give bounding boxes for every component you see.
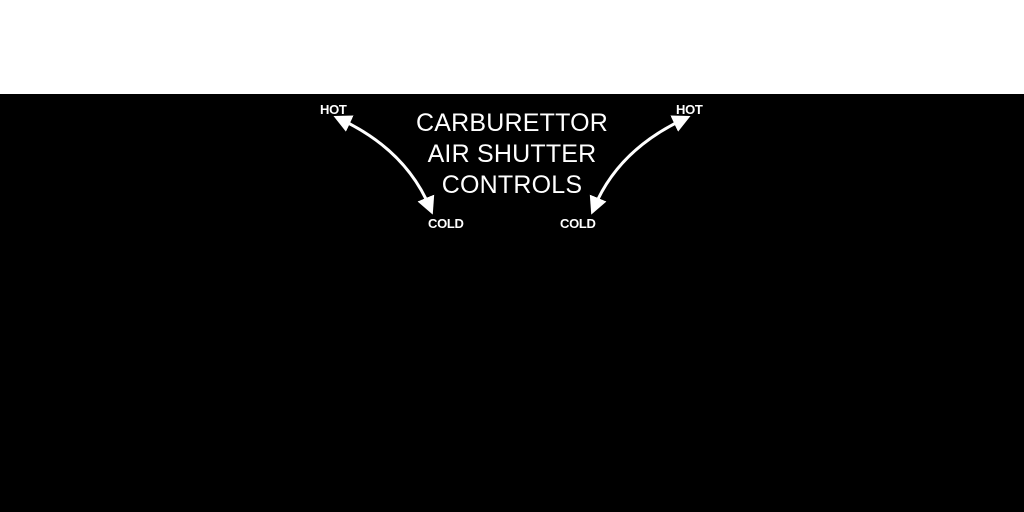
title-line-3: CONTROLS <box>441 171 583 199</box>
right-cold-label: COLD <box>560 216 596 231</box>
right-hot-label: HOT <box>676 102 703 117</box>
left-hot-label: HOT <box>320 102 347 117</box>
control-panel <box>0 94 1024 512</box>
right-double-arrow-icon <box>589 115 691 215</box>
panel-title: CARBURETTOR AIR SHUTTER CONTROLS <box>392 108 632 201</box>
title-line-1: CARBURETTOR <box>415 109 609 137</box>
left-double-arrow-icon <box>333 115 435 215</box>
title-line-2: AIR SHUTTER <box>427 140 597 168</box>
left-cold-label: COLD <box>428 216 464 231</box>
top-white-strip <box>0 0 1024 94</box>
